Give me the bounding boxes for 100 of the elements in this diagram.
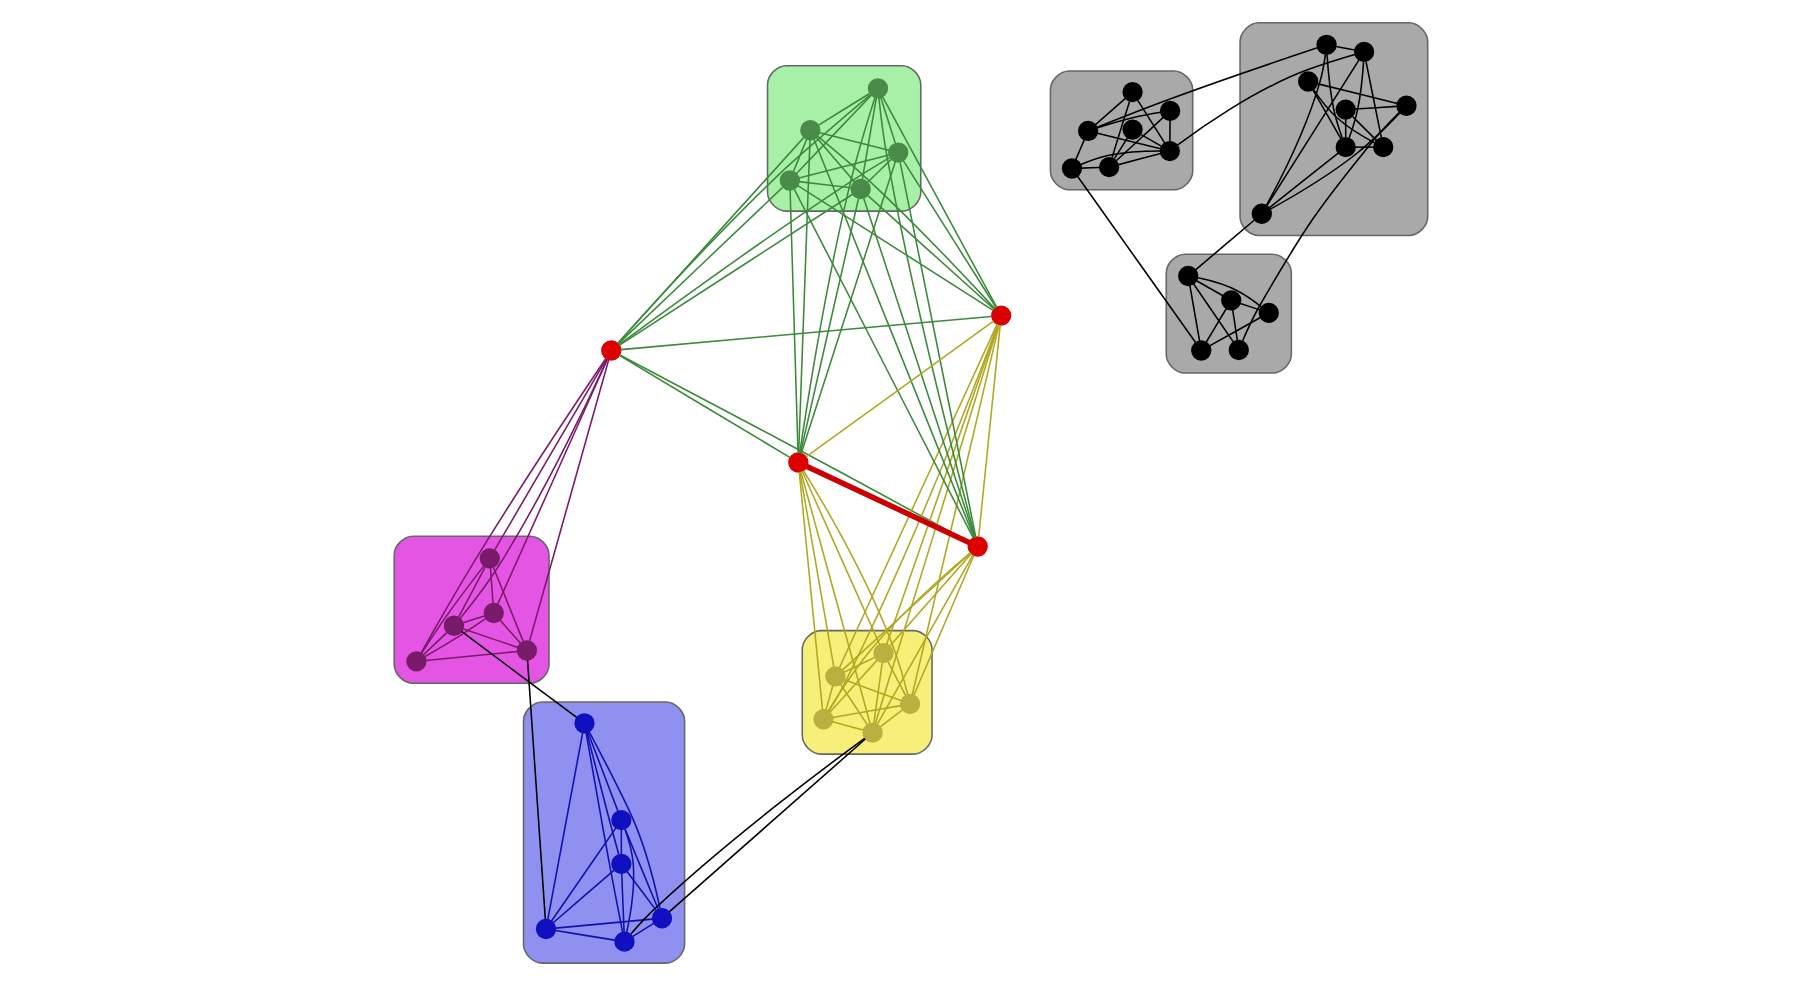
connector xyxy=(498,619,521,645)
connector xyxy=(585,731,619,856)
connector xyxy=(878,709,902,728)
connector xyxy=(862,197,975,539)
connector xyxy=(616,136,804,344)
connector xyxy=(488,567,493,605)
connector xyxy=(424,650,518,662)
connector xyxy=(1194,279,1223,297)
connector xyxy=(788,189,798,454)
node-circle xyxy=(866,78,888,99)
node-circle xyxy=(534,918,556,940)
connector xyxy=(860,97,877,181)
connector xyxy=(792,188,973,539)
connector xyxy=(912,554,974,696)
cluster xyxy=(1238,22,1428,237)
connector xyxy=(828,659,877,713)
node-circle xyxy=(1121,81,1142,103)
connector xyxy=(1193,219,1255,271)
connector xyxy=(1230,309,1238,342)
connector xyxy=(1093,97,1126,126)
connector xyxy=(419,358,606,654)
connector xyxy=(816,135,995,310)
connector xyxy=(423,617,486,658)
connector xyxy=(631,922,654,938)
connector xyxy=(553,929,615,941)
connector xyxy=(1265,59,1359,207)
connector xyxy=(827,324,998,712)
node-circle xyxy=(573,713,594,734)
connector xyxy=(1267,152,1338,209)
node-circle xyxy=(515,640,537,661)
connector xyxy=(1240,111,1400,342)
connector xyxy=(1073,138,1085,161)
node-circle xyxy=(812,709,833,730)
connector xyxy=(1311,88,1374,144)
connector xyxy=(549,827,616,923)
node-circle xyxy=(482,602,503,624)
connector xyxy=(799,160,896,455)
connector xyxy=(1079,166,1100,169)
connector xyxy=(888,552,972,647)
cluster xyxy=(392,535,549,685)
node-circle xyxy=(1334,99,1355,120)
connector xyxy=(797,471,823,711)
node-circle xyxy=(1097,157,1119,178)
connector xyxy=(1353,146,1374,148)
node-circle xyxy=(1227,339,1248,361)
node-circle xyxy=(613,931,634,952)
node-circle xyxy=(610,809,631,831)
connector xyxy=(842,656,875,673)
node-circle xyxy=(1352,41,1374,62)
connector xyxy=(818,131,889,151)
connector xyxy=(798,198,859,454)
connector xyxy=(461,628,518,649)
node-circle xyxy=(478,548,499,569)
connector xyxy=(804,464,970,545)
node-circle xyxy=(1257,302,1278,324)
connector xyxy=(1351,116,1377,142)
connector xyxy=(794,94,872,175)
node-circle xyxy=(990,305,1011,326)
connector xyxy=(1095,111,1161,129)
cluster xyxy=(800,629,932,755)
connector xyxy=(1316,83,1398,105)
connector xyxy=(492,358,607,551)
connector xyxy=(1204,307,1227,343)
connector xyxy=(1116,152,1161,166)
connector xyxy=(1191,283,1234,343)
connector xyxy=(616,186,783,345)
node-circle xyxy=(1158,100,1180,121)
connector xyxy=(619,872,624,933)
connector xyxy=(872,661,883,724)
connector xyxy=(866,195,994,310)
node-circle xyxy=(778,170,799,191)
connector xyxy=(875,554,973,725)
connector xyxy=(884,324,998,645)
connector xyxy=(1095,132,1161,150)
connector xyxy=(886,660,906,696)
connector xyxy=(459,630,577,719)
connector xyxy=(586,731,618,812)
connector xyxy=(617,193,853,346)
connector xyxy=(976,324,1000,538)
connector xyxy=(461,615,485,624)
connector xyxy=(801,470,908,696)
connector xyxy=(456,566,485,618)
node-circle xyxy=(610,853,631,875)
connector xyxy=(791,138,807,172)
connector xyxy=(798,471,834,668)
node-circle xyxy=(405,651,426,672)
connector xyxy=(1110,100,1130,159)
connector xyxy=(1311,89,1341,140)
connector xyxy=(1188,284,1200,342)
connector xyxy=(587,731,660,910)
node-circle xyxy=(1315,34,1336,55)
node-circle xyxy=(1297,71,1318,92)
connector xyxy=(1079,150,1160,166)
connector xyxy=(584,732,623,933)
connector xyxy=(1238,302,1260,311)
connector xyxy=(1095,47,1318,129)
node-circle xyxy=(1060,158,1082,179)
connector xyxy=(623,828,659,911)
node-circle xyxy=(861,722,882,743)
connector xyxy=(831,721,863,731)
